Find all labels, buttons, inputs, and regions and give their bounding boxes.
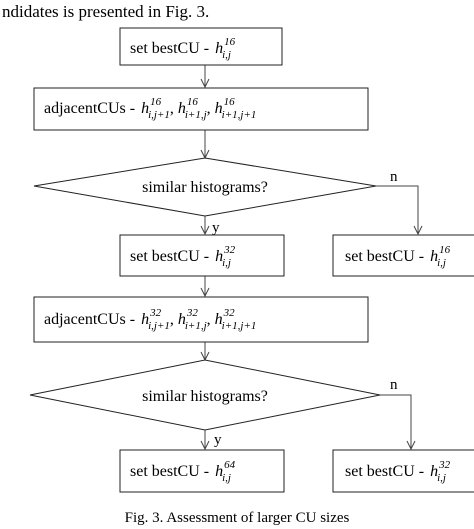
edge-label-no: n: [390, 377, 398, 393]
edge-label-yes: y: [212, 220, 220, 236]
decision-label: similar histograms?: [142, 388, 268, 405]
node-box: [332, 449, 474, 493]
node-box: [119, 234, 285, 277]
edges: [200, 65, 423, 451]
decision-similar-histograms-2: similar histograms?: [29, 359, 381, 431]
edge-dec1-set16b: [376, 185, 419, 234]
decision-similar-histograms-1: similar histograms?: [33, 157, 377, 217]
arrowhead: [413, 225, 423, 236]
edge-label-no: n: [390, 169, 398, 185]
edge-label-yes: y: [214, 432, 222, 448]
edge-dec2-set32b: [380, 394, 412, 449]
header-text: ndidates is presented in Fig. 3.: [2, 2, 209, 21]
node-box: [119, 449, 285, 493]
decision-label: similar histograms?: [142, 179, 268, 196]
arrowhead: [200, 440, 210, 451]
arrowhead: [406, 440, 416, 451]
node-box: [119, 27, 283, 66]
arrowhead: [200, 287, 210, 298]
arrowhead: [200, 78, 210, 89]
figure-caption: Fig. 3. Assessment of larger CU sizes: [125, 510, 350, 526]
node-box: [332, 234, 474, 277]
node-box: [33, 296, 369, 343]
decision-diamond: [29, 359, 381, 431]
node-box: [33, 87, 369, 131]
decision-diamond: [33, 157, 377, 217]
arrowhead: [200, 225, 210, 236]
